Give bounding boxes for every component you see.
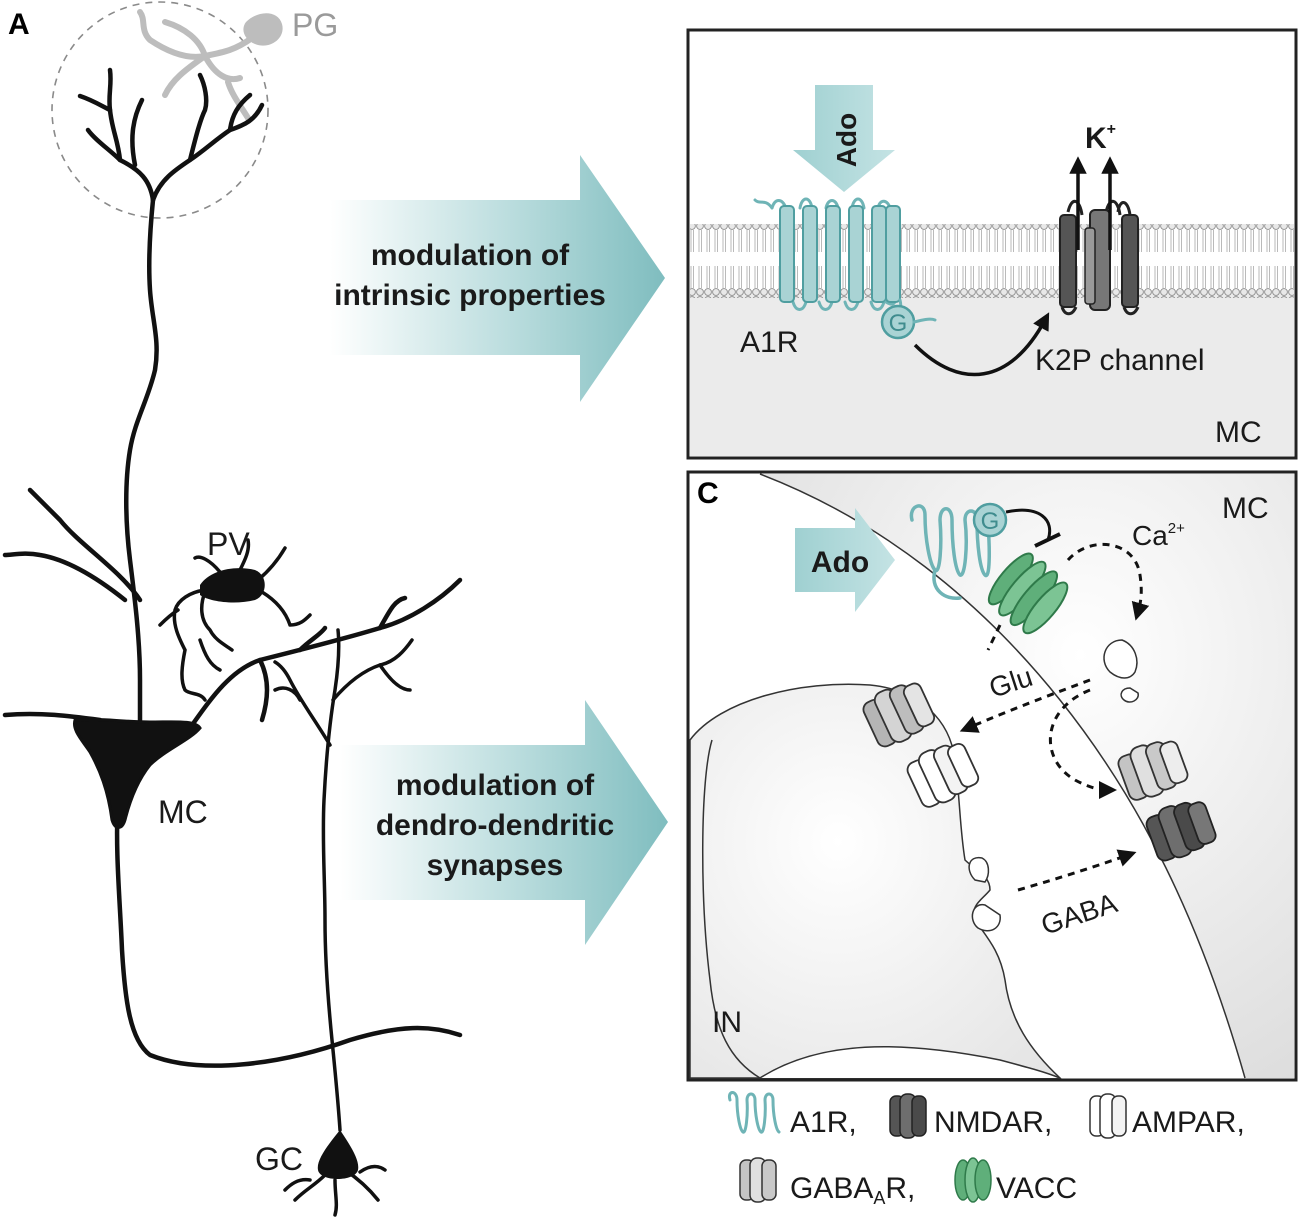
legend-a1r-label: A1R, — [790, 1106, 857, 1139]
lower-arrow-line1: modulation of — [396, 769, 595, 802]
legend-vacc-label: VACC — [996, 1172, 1077, 1205]
legend-ampar-icon — [1089, 1093, 1127, 1139]
legend-nmdar-label: NMDAR, — [934, 1106, 1052, 1139]
ampar-receptor-in — [906, 743, 980, 808]
glu-arrow — [959, 678, 1091, 733]
k2p-label: K2P channel — [1035, 344, 1205, 377]
a1r-receptor-b — [753, 197, 903, 318]
pg-soma — [243, 13, 283, 46]
gaba-arrow — [1017, 849, 1137, 892]
ado-arrow-b: Ado — [793, 85, 895, 192]
legend-nmdar-icon — [889, 1093, 927, 1139]
legend-gabaar-icon — [739, 1157, 777, 1203]
g-protein-b: G — [880, 304, 937, 340]
in-label: IN — [712, 1006, 742, 1039]
panel-b: B Ado G A1R — [686, 28, 1298, 460]
lower-arrow-line3: synapses — [427, 849, 564, 882]
pg-cell — [137, 9, 283, 121]
g-protein-c: G — [972, 502, 1008, 538]
legend-ampar-label: AMPAR, — [1132, 1106, 1245, 1139]
g-to-k2p-arrow — [913, 312, 1050, 377]
pv-soma — [200, 568, 265, 603]
in-cell — [689, 683, 1062, 1079]
ca-arrow — [1066, 543, 1150, 621]
panel-c-mc-region — [760, 474, 1294, 1078]
mc-soma — [72, 717, 202, 829]
gabaar-receptor-mc — [1117, 740, 1189, 801]
legend: A1R, NMDAR, AMPAR, GABAAR, VACC — [727, 1091, 1245, 1208]
mc-tuft — [77, 67, 265, 203]
mc-label-b: MC — [1215, 416, 1262, 449]
ca-label: Ca2+ — [1132, 520, 1185, 551]
inhibition-line — [1005, 508, 1052, 541]
panel-c-letter: C — [697, 477, 719, 510]
gc-soma — [317, 1130, 359, 1179]
lower-arrow-line2: dendro-dendritic — [376, 809, 614, 842]
gc-label: GC — [255, 1141, 303, 1177]
glomerulus-outline — [51, 1, 269, 219]
upper-arrow-line2: intrinsic properties — [334, 279, 606, 312]
k2p-channel — [1059, 156, 1140, 316]
pg-label: PG — [292, 7, 338, 43]
ado-label-c: Ado — [811, 546, 869, 579]
gabaar-receptor-in — [862, 682, 936, 748]
g-label-c: G — [981, 508, 1000, 535]
g-label-b: G — [889, 310, 908, 337]
k-label: K+ — [1085, 121, 1116, 155]
mc-label-a: MC — [158, 794, 208, 830]
panel-c: C MC IN Ado G — [686, 470, 1298, 1082]
ado-label-b: Ado — [831, 113, 862, 167]
a1r-receptor-c — [909, 504, 991, 578]
a1r-label-b: A1R — [740, 326, 798, 359]
vacc-dash — [986, 624, 1002, 651]
legend-gabaar-label: GABAAR, — [790, 1172, 915, 1208]
upper-arrow-line1: modulation of — [371, 239, 570, 272]
mc-vesicle-pocket-2 — [1120, 687, 1139, 703]
vacc-channel-c — [987, 552, 1069, 635]
mc-primary-dendrite — [124, 197, 159, 728]
ado-arrow-c: Ado — [795, 508, 895, 612]
pv-label: PV — [207, 526, 250, 562]
pv-cell — [158, 538, 312, 702]
nmdar-receptor-mc — [1145, 801, 1217, 862]
legend-vacc-icon — [954, 1157, 992, 1203]
panel-a: A PG — [2, 1, 463, 1217]
mc-label-c: MC — [1222, 492, 1269, 525]
legend-a1r-icon — [727, 1091, 781, 1134]
upper-arrow: modulation of intrinsic properties — [330, 155, 665, 402]
gc-cell — [273, 628, 414, 1217]
panel-a-letter: A — [8, 8, 30, 41]
lower-arrow: modulation of dendro-dendritic synapses — [340, 700, 668, 945]
mc-vesicle-pocket-1 — [1103, 639, 1138, 679]
